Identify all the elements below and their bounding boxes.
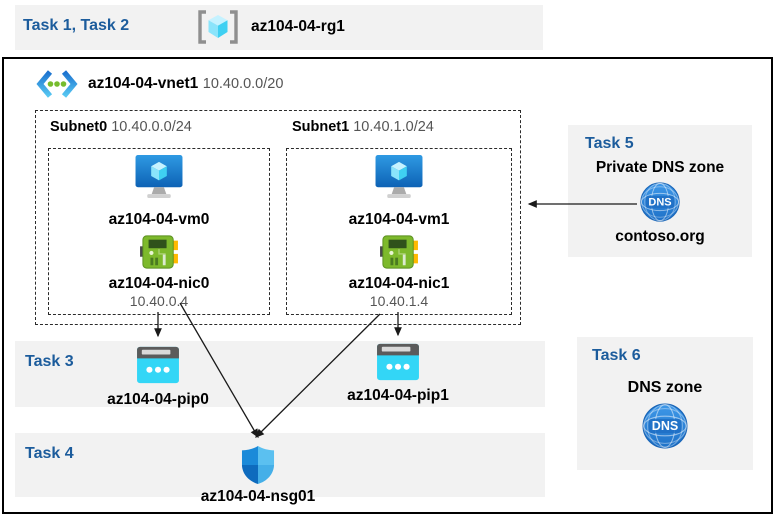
network-security-group-icon [240,445,276,485]
subnet1-label: Subnet1 10.40.1.0/24 [292,119,434,135]
virtual-network-icon [36,68,78,100]
task1-2-band: Task 1, Task 2 az104-04-rg1 [15,5,543,50]
subnet1-cidr: 10.40.1.0/24 [353,119,434,135]
vnet-cidr: 10.40.0.0/20 [202,76,284,92]
public-ip-icon [135,345,181,385]
vnet-name: az104-04-vnet1 [88,75,199,92]
resource-group-name: az104-04-rg1 [251,18,345,35]
subnet0-stack: az104-04-vm0 az104-04-nic0 10.40.0.4 [48,154,270,309]
task6-box: Task 6 DNS zone DNS [577,337,753,470]
pip0-group: az104-04-pip0 [107,345,209,409]
vm1-name: az104-04-vm1 [348,211,450,228]
vm0-name: az104-04-vm0 [108,211,210,228]
network-interface-icon [380,234,418,270]
vnet-header: az104-04-vnet1 10.40.0.0/20 [36,68,283,100]
svg-text:DNS: DNS [652,419,678,433]
private-dns-zone-name: contoso.org [615,228,705,245]
subnet1-box [286,148,512,315]
pip1-group: az104-04-pip1 [347,342,449,405]
task4-label: Task 4 [25,445,74,462]
task6-label: Task 6 [592,347,641,364]
svg-text:DNS: DNS [648,196,671,208]
virtual-machine-icon [374,154,424,199]
nic1-name: az104-04-nic1 [348,275,450,292]
task1-2-label: Task 1, Task 2 [23,17,130,34]
subnet0-cidr: 10.40.0.0/24 [111,119,192,135]
pip1-name: az104-04-pip1 [347,387,449,404]
nic0-ip: 10.40.0.4 [129,293,189,309]
private-dns-zone-title: Private DNS zone [595,159,725,176]
subnet1-name: Subnet1 [292,119,350,135]
task4-band: Task 4 [15,433,545,497]
subnet0-label: Subnet0 10.40.0.0/24 [50,119,192,135]
nsg-group: az104-04-nsg01 [201,445,315,506]
vnet-title: az104-04-vnet1 10.40.0.0/20 [88,75,283,93]
network-interface-icon [140,234,178,270]
virtual-machine-icon [134,154,184,199]
dns-zone-icon: DNS [639,181,681,223]
task3-band: Task 3 [15,341,545,407]
resource-group-icon [195,9,241,45]
nsg-name: az104-04-nsg01 [200,488,316,505]
nic0-name: az104-04-nic0 [108,275,210,292]
subnet0-name: Subnet0 [50,119,108,135]
task5-label: Task 5 [585,135,634,152]
subnet1-stack: az104-04-vm1 az104-04-nic1 10.40.1.4 [286,154,512,309]
nic1-ip: 10.40.1.4 [369,293,429,309]
dns-zone-icon: DNS [641,402,689,450]
task3-label: Task 3 [25,353,74,370]
dns-zone-title: DNS zone [627,379,703,396]
pip0-name: az104-04-pip0 [107,391,209,408]
subnet0-box [48,148,270,315]
public-ip-icon [375,342,421,382]
task5-box: Task 5 Private DNS zone DNS contoso.org [568,125,752,257]
resource-group-header: az104-04-rg1 [195,9,345,45]
